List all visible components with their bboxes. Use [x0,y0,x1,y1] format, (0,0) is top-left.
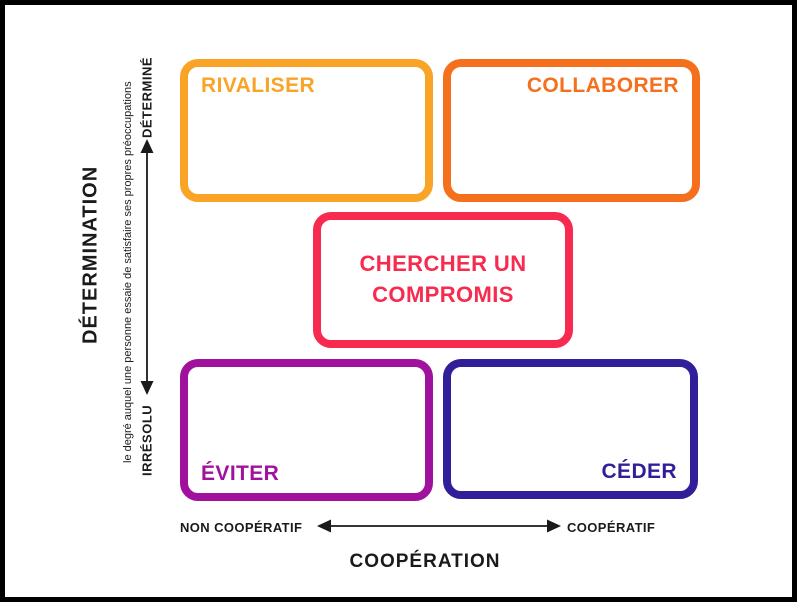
y-axis-max-label: DÉTERMINÉ [139,56,155,138]
vertical-double-arrow-icon [139,139,155,400]
x-axis-min-label: NON COOPÉRATIF [180,520,303,535]
x-axis-title: COOPÉRATION [349,551,501,572]
quadrant-rivaliser: RIVALISER [180,59,433,202]
horizontal-double-arrow-icon [317,518,561,539]
quadrant-eviter: ÉVITER [180,359,433,501]
quadrant-rivaliser-label: RIVALISER [201,74,316,97]
quadrant-ceder-label: CÉDER [601,460,677,483]
quadrant-compromis-label: CHERCHER UN COMPROMIS [359,251,527,307]
quadrant-collaborer-label: COLLABORER [526,74,679,97]
x-axis-max-label: COOPÉRATIF [567,520,656,535]
quadrant-compromis: CHERCHER UN COMPROMIS [313,212,573,348]
y-axis-min-label: IRRÉSOLU [139,404,155,476]
y-axis-title: DÉTERMINATION [79,165,102,345]
quadrant-eviter-label: ÉVITER [201,462,280,485]
quadrant-collaborer: COLLABORER [443,59,700,202]
quadrant-ceder: CÉDER [443,359,698,499]
